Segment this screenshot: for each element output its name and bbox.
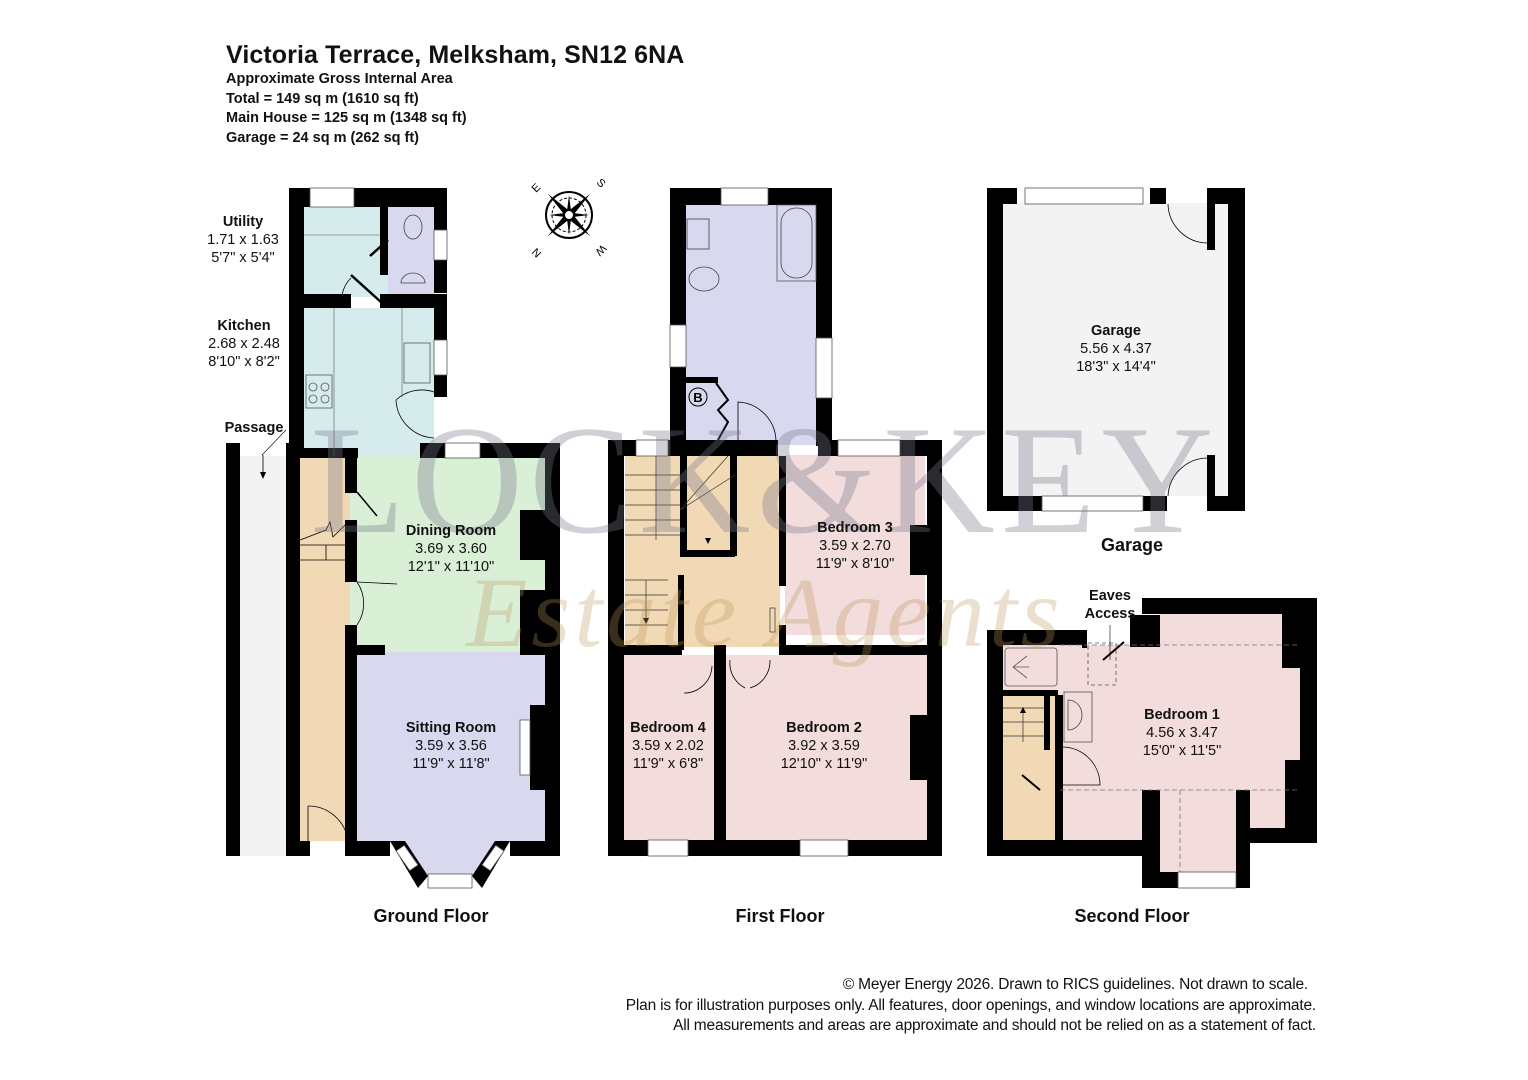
room-label-kitchen: Kitchen 2.68 x 2.48 8'10" x 8'2": [208, 318, 280, 370]
area-garage: Garage = 24 sq m (262 sq ft): [226, 129, 420, 146]
room-label-utility: Utility 1.71 x 1.63 5'7" x 5'4": [207, 214, 279, 266]
room-label-bedroom-2: Bedroom 2 3.92 x 3.59 12'10" x 11'9": [780, 720, 868, 772]
disclaimer-line-1: © Meyer Energy 2026. Drawn to RICS guide…: [842, 976, 1308, 993]
svg-text:B: B: [693, 390, 702, 405]
first-floor-plan: B: [608, 187, 942, 857]
area-main-house: Main House = 125 sq m (1348 sq ft): [226, 110, 467, 126]
room-label-bedroom-3: Bedroom 3 3.59 x 2.70 11'9" x 8'10": [815, 520, 895, 572]
eaves-access-label: Eaves Access: [1084, 588, 1136, 622]
area-subtitle: Approximate Gross Internal Area: [226, 71, 453, 87]
room-label-garage: Garage 5.56 x 4.37 18'3" x 14'4": [1076, 323, 1156, 375]
room-label-passage: Passage: [224, 420, 284, 436]
floor-title-first: First Floor: [735, 906, 825, 926]
second-floor-plan: [987, 598, 1317, 889]
area-total: Total = 149 sq m (1610 sq ft): [226, 90, 419, 107]
disclaimer-line-2: Plan is for illustration purposes only. …: [625, 996, 1316, 1014]
property-title: Victoria Terrace, Melksham, SN12 6NA: [226, 41, 685, 69]
svg-text:E: E: [530, 181, 544, 195]
room-label-bedroom-1: Bedroom 1 4.56 x 3.47 15'0" x 11'5": [1142, 707, 1222, 759]
svg-text:S: S: [594, 177, 608, 191]
garage-plan: [987, 187, 1245, 512]
floor-title-second: Second Floor: [1074, 906, 1190, 926]
floor-title-garage: Garage: [1100, 535, 1164, 555]
svg-text:W: W: [592, 242, 608, 258]
disclaimer-line-3: All measurements and areas are approxima…: [673, 1017, 1316, 1034]
room-label-sitting-room: Sitting Room 3.59 x 3.56 11'9" x 11'8": [405, 720, 497, 772]
floor-title-ground: Ground Floor: [373, 906, 489, 926]
disclaimer: © Meyer Energy 2026. Drawn to RICS guide…: [626, 975, 1316, 1037]
room-label-bedroom-4: Bedroom 4 3.59 x 2.02 11'9" x 6'8": [630, 720, 706, 772]
header: Victoria Terrace, Melksham, SN12 6NA App…: [226, 40, 684, 148]
compass-rose-icon: E S W N: [530, 177, 609, 260]
ground-floor-plan: [226, 187, 560, 889]
svg-text:N: N: [530, 245, 544, 259]
room-label-dining-room: Dining Room 3.69 x 3.60 12'1" x 11'10": [405, 523, 497, 575]
